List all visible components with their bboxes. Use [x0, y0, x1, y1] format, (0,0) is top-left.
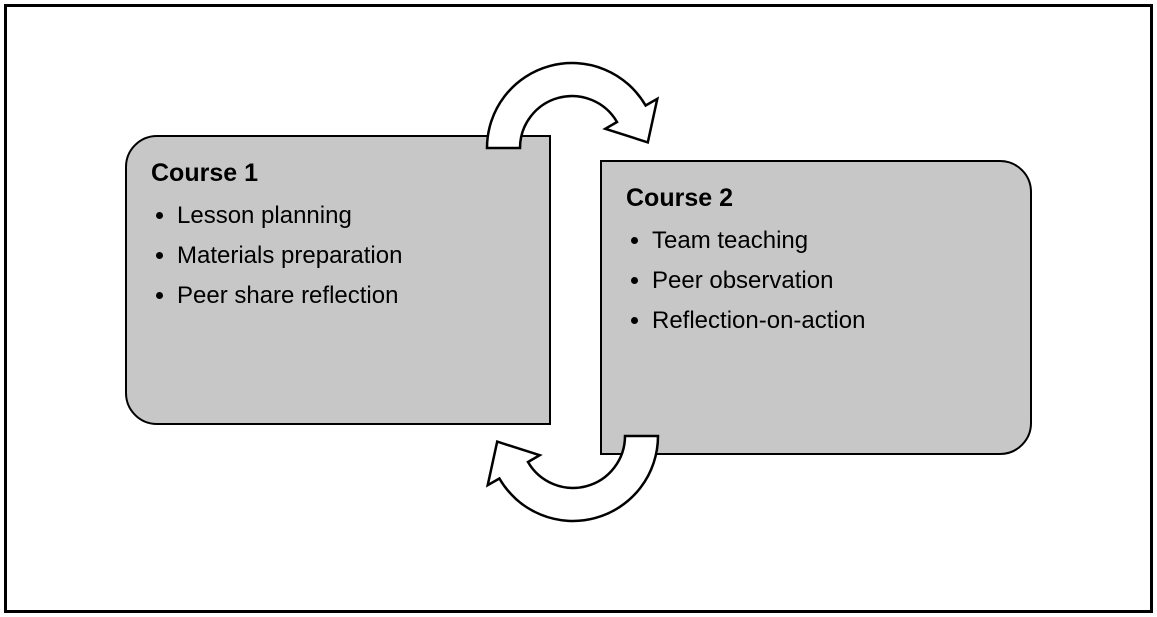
diagram-frame: Course 1 Lesson planning Materials prepa… — [4, 4, 1153, 613]
list-item: Peer share reflection — [177, 278, 549, 314]
list-item: Lesson planning — [177, 198, 549, 234]
list-item: Team teaching — [652, 223, 1030, 259]
list-item: Peer observation — [652, 263, 1030, 299]
course-1-title: Course 1 — [151, 159, 258, 187]
list-item: Materials preparation — [177, 238, 549, 274]
list-item: Reflection-on-action — [652, 303, 1030, 339]
course-1-box: Course 1 Lesson planning Materials prepa… — [125, 135, 551, 425]
course-1-list: Lesson planning Materials preparation Pe… — [155, 198, 549, 314]
course-2-box: Course 2 Team teaching Peer observation … — [600, 160, 1032, 455]
course-2-list: Team teaching Peer observation Reflectio… — [630, 223, 1030, 339]
course-2-title: Course 2 — [626, 184, 733, 212]
